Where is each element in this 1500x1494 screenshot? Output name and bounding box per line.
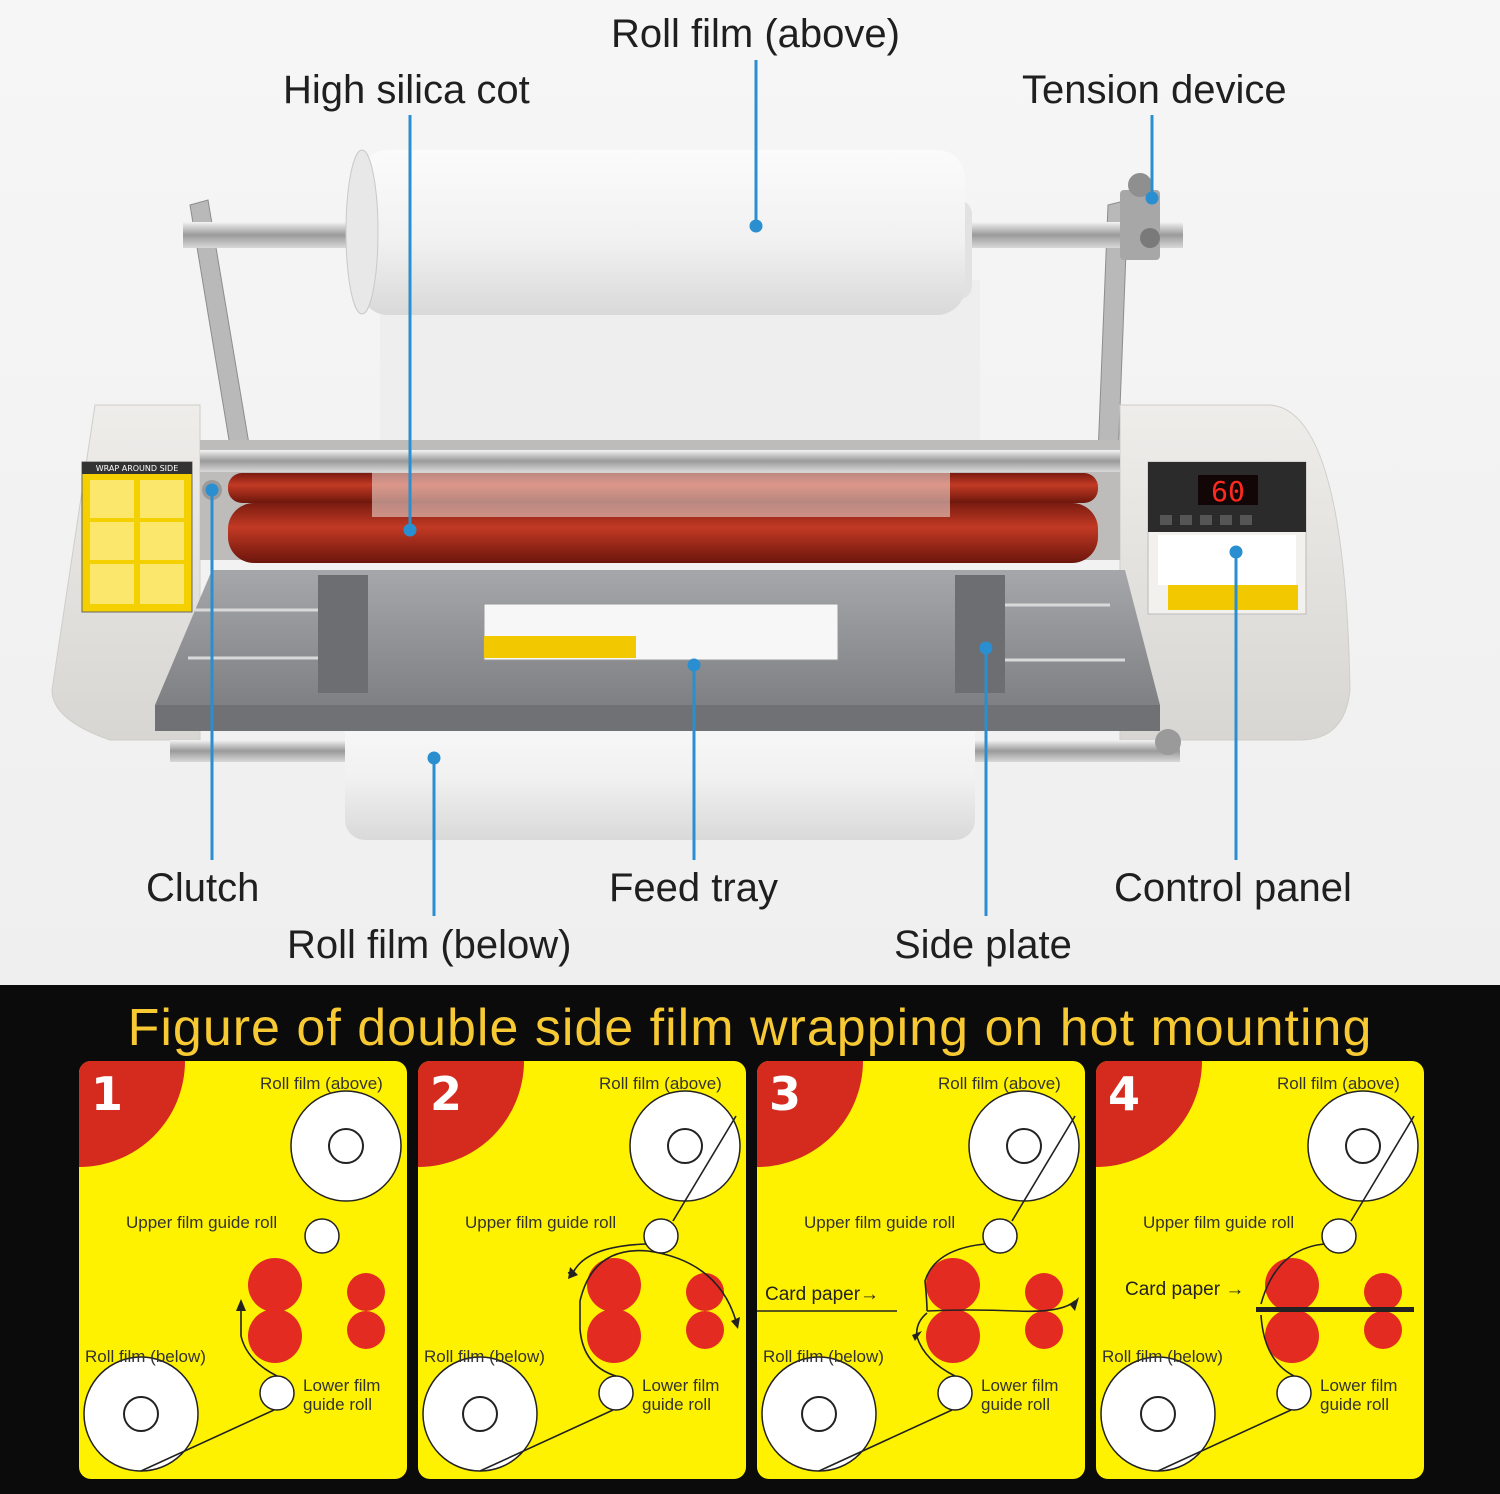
wrap-step-panel-1: 1 Roll film (above) Upper film guide rol… bbox=[79, 1061, 407, 1479]
label-card-paper: Card paper → bbox=[1125, 1279, 1245, 1300]
label-roll-film-below: Roll film (below) bbox=[424, 1347, 545, 1366]
wrap-step-panel-2: 2 Roll film (above) Upper film guide rol… bbox=[418, 1061, 746, 1479]
wrap-step-diagram-2 bbox=[418, 1061, 741, 1472]
label-control-panel: Control panel bbox=[1114, 866, 1352, 910]
laminator-illustration: WRAP AROUND SIDE 60 bbox=[51, 60, 1351, 916]
label-roll-film-below: Roll film (below) bbox=[287, 923, 572, 967]
figure-title: Figure of double side film wrapping on h… bbox=[127, 999, 1373, 1057]
label-roll-film-above: Roll film (above) bbox=[599, 1074, 722, 1093]
lower-film-roll bbox=[170, 700, 1180, 840]
adjust-knob bbox=[1155, 729, 1181, 755]
silicone-rollers bbox=[228, 472, 1098, 563]
step-number: 2 bbox=[430, 1067, 463, 1121]
label-feed-tray: Feed tray bbox=[609, 866, 778, 910]
label-upper-film-guide-roll: Upper film guide roll bbox=[126, 1213, 278, 1232]
wrap-step-panel-3: 3 Roll film (above) Upper film guide rol… bbox=[757, 1061, 1085, 1479]
label-lower-film-guide-roll: Lower film guide roll bbox=[303, 1376, 381, 1414]
step-number: 3 bbox=[769, 1067, 802, 1121]
label-roll-film-below: Roll film (below) bbox=[1102, 1347, 1223, 1366]
step-number: 4 bbox=[1108, 1067, 1141, 1121]
callout-lines bbox=[205, 60, 1243, 916]
label-roll-film-below: Roll film (below) bbox=[763, 1347, 884, 1366]
label-roll-film-below: Roll film (below) bbox=[85, 1347, 206, 1366]
wrap-step-panel-4: 4 Roll film (above) Upper film guide rol… bbox=[1096, 1061, 1424, 1479]
label-roll-film-above: Roll film (above) bbox=[938, 1074, 1061, 1093]
machine-section: WRAP AROUND SIDE 60 bbox=[0, 0, 1500, 985]
label-roll-film-above: Roll film (above) bbox=[260, 1074, 383, 1093]
control-panel-unit: 60 bbox=[1147, 461, 1307, 615]
label-side-plate: Side plate bbox=[894, 923, 1072, 967]
feed-tray bbox=[155, 570, 1160, 731]
label-lower-film-guide-roll: Lower film guide roll bbox=[642, 1376, 720, 1414]
label-roll-film-above: Roll film (above) bbox=[1277, 1074, 1400, 1093]
label-upper-film-guide-roll: Upper film guide roll bbox=[804, 1213, 956, 1232]
wrap-step-diagram-1 bbox=[79, 1061, 402, 1472]
label-upper-film-guide-roll: Upper film guide roll bbox=[1143, 1213, 1295, 1232]
label-upper-film-guide-roll: Upper film guide roll bbox=[465, 1213, 617, 1232]
wrap-around-sticker: WRAP AROUND SIDE bbox=[81, 461, 193, 613]
label-high-silica-cot: High silica cot bbox=[283, 68, 530, 112]
wrap-step-diagram-4 bbox=[1096, 1061, 1419, 1472]
step-number: 1 bbox=[91, 1067, 124, 1121]
tension-device bbox=[1120, 173, 1160, 260]
label-roll-film-above: Roll film (above) bbox=[611, 12, 900, 56]
label-card-paper: Card paper→ bbox=[765, 1284, 880, 1305]
temperature-display: 60 bbox=[1211, 475, 1245, 508]
label-lower-film-guide-roll: Lower film guide roll bbox=[981, 1376, 1059, 1414]
label-clutch: Clutch bbox=[146, 866, 260, 910]
label-tension-device: Tension device bbox=[1022, 68, 1287, 112]
label-lower-film-guide-roll: Lower film guide roll bbox=[1320, 1376, 1398, 1414]
sticker-title: WRAP AROUND SIDE bbox=[96, 464, 179, 473]
wrap-step-diagram-3 bbox=[757, 1061, 1080, 1472]
upper-film-roll bbox=[345, 149, 980, 450]
